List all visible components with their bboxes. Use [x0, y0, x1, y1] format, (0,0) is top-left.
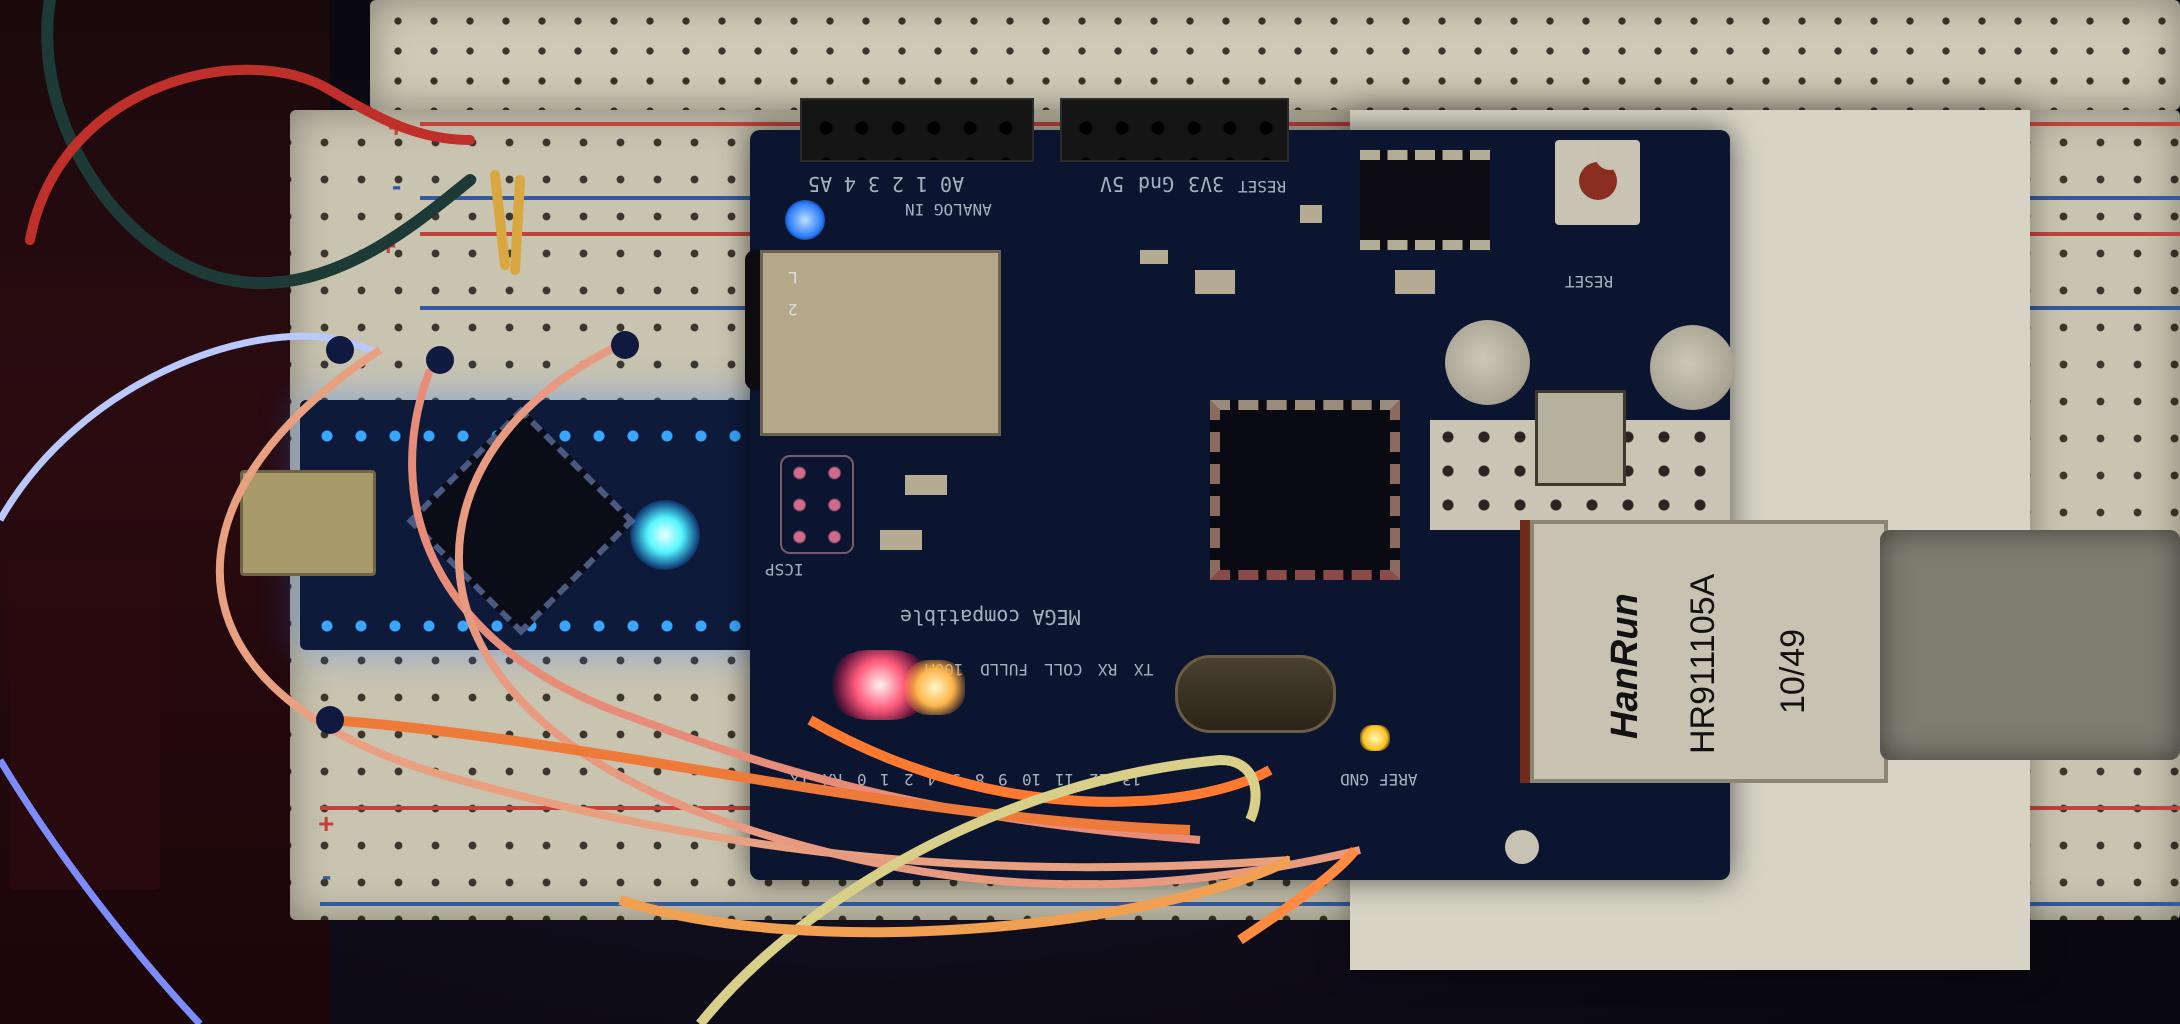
digital-pin-labels: TX RX 0 1 2 4 5 8 9 10 11 12 13 [790, 770, 1141, 789]
electrolytic-capacitor-2 [1650, 325, 1735, 410]
rj45-date-code: 10/49 [1774, 628, 1812, 714]
yellow-led-pin13 [1360, 725, 1390, 751]
pin-label: RESET [1238, 177, 1287, 196]
electrolytic-capacitor-1 [1445, 320, 1530, 405]
pin-label: 1 [880, 770, 890, 789]
pin-label: 11 [1055, 770, 1075, 789]
sd-label-l: L [788, 268, 798, 287]
power-header [1060, 98, 1289, 162]
nano-blue-led [630, 500, 700, 570]
rail-plus-sign-3: + [318, 808, 335, 839]
rj45-model: HR911105A [1684, 573, 1722, 754]
pin-label: 2 [903, 770, 914, 789]
analog-in-label: ANALOG IN [905, 200, 992, 219]
pin-label: 8 [974, 770, 985, 789]
pin-label: 2 [892, 172, 905, 196]
pin-label: 1 [916, 172, 929, 196]
pin-label: RX [823, 770, 843, 789]
breadboard-top [370, 0, 2180, 110]
right-pin-labels: GND AREF [1340, 770, 1417, 789]
pin-label: A0 [940, 172, 965, 196]
orange-status-led [905, 660, 965, 715]
pin-label: A5 [808, 172, 833, 196]
blue-led-shield [785, 200, 825, 240]
mounting-hole [1595, 140, 1625, 170]
pin-label: 12 [1088, 770, 1108, 789]
pin-label: Gnd [1138, 172, 1175, 196]
smd-component [1140, 250, 1168, 264]
mega-compatible-label: MEGA compatible [900, 605, 1081, 629]
pin-label: 0 [856, 770, 867, 789]
mini-usb-port [240, 470, 376, 576]
ethernet-cable-plug [1880, 530, 2180, 760]
pin-label: 9 [998, 770, 1009, 789]
analog-header [800, 98, 1034, 162]
led-label: FULLD [979, 660, 1028, 679]
voltage-regulator [1535, 390, 1626, 486]
smd-component [905, 475, 947, 495]
nano-pin-row-bottom [310, 620, 770, 632]
pin-label: GND [1340, 770, 1369, 789]
rail-minus-sign: - [392, 170, 402, 201]
rail-red-1 [420, 122, 2180, 126]
rail-plus-sign-2: + [380, 230, 397, 261]
pin-label: 5 [951, 770, 961, 789]
reset-label: RESET [1565, 272, 1614, 291]
mounting-hole [1505, 830, 1539, 864]
smd-component [1395, 270, 1435, 294]
power-pin-labels: 5V Gnd 3V3 RESET [1100, 172, 1287, 196]
analog-pin-labels: A5 4 3 2 1 A0 [808, 172, 964, 196]
pin-label: 3V3 [1188, 172, 1225, 196]
pin-label: 3 [868, 172, 881, 196]
w5100-ethernet-chip [1210, 400, 1400, 580]
soic-ic [1360, 150, 1490, 250]
crystal-oscillator [1175, 655, 1336, 733]
smd-component [1195, 270, 1235, 294]
pin-label: 13 [1121, 770, 1142, 789]
rail-plus-sign: + [388, 112, 405, 143]
pin-label: TX [790, 770, 810, 789]
rail-minus-sign-3: - [322, 860, 332, 891]
pin-label: AREF [1378, 770, 1418, 789]
sd-label-2: 2 [788, 300, 798, 319]
led-label: RX [1098, 660, 1118, 679]
rj45-jack[interactable]: HanRun HR911105A 10/49 [1530, 520, 1888, 783]
rj45-brand: HanRun [1604, 593, 1646, 739]
smd-component [1300, 205, 1322, 223]
smd-component [880, 530, 922, 550]
icsp-header [780, 455, 854, 554]
pin-label: 4 [927, 770, 938, 789]
led-label: TX [1133, 660, 1153, 679]
pin-label: 5V [1100, 172, 1125, 196]
icsp-label: ICSP [765, 560, 804, 579]
red-object-label [10, 560, 160, 890]
led-label: COLL [1043, 660, 1083, 679]
pin-label: 4 [844, 172, 857, 196]
pin-label: 10 [1022, 770, 1042, 789]
